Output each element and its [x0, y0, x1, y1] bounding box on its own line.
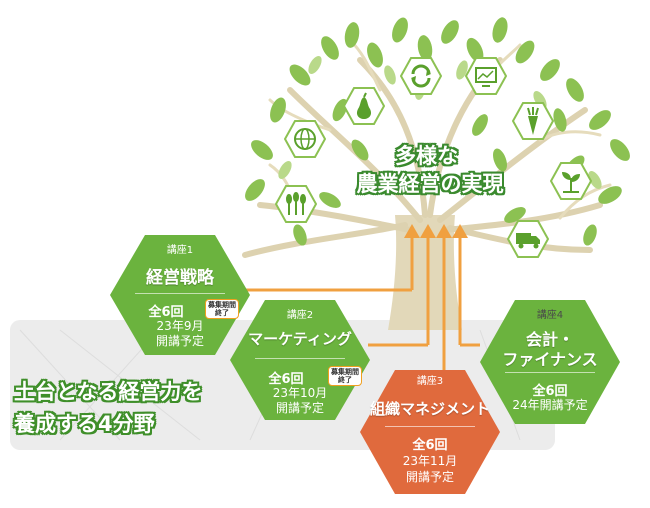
globe-icon [283, 120, 327, 162]
course1-closed-badge: 募集期間 終了 [205, 299, 239, 319]
truck-icon [506, 220, 550, 262]
course2-closed-badge: 募集期間 終了 [328, 366, 362, 386]
center-title-line2: 農業経営の実現 [356, 172, 504, 196]
monitor-icon [464, 57, 508, 99]
course1-schedule1: 23年9月 [156, 319, 204, 333]
course2-divider [255, 358, 345, 359]
course1-hex [110, 235, 250, 355]
course2-schedule2: 開講予定 [275, 401, 324, 415]
course3-schedule2: 開講予定 [405, 470, 454, 484]
course1-label: 講座1 [166, 245, 194, 256]
pear-icon [342, 87, 386, 129]
course2-hex [230, 300, 370, 420]
tree-leaves [245, 17, 630, 246]
tagline-line1: 土台となる経営力を [14, 380, 203, 404]
course3-label: 講座3 [416, 376, 444, 387]
course1-schedule2: 開講予定 [155, 334, 204, 348]
tagline-line2: 養成する4分野 [14, 412, 155, 436]
course4-schedule: 24年開講予定 [512, 398, 588, 412]
course2-card[interactable]: 講座2 マーケティング 全6回 23年10月 開講予定 募集期間 終了 [230, 300, 370, 420]
course2-label: 講座2 [286, 310, 314, 321]
course1-divider [135, 293, 225, 294]
course3-hex [360, 370, 500, 494]
course3-title: 組織マネジメント [369, 400, 490, 418]
course1-card[interactable]: 講座1 経営戦略 全6回 23年9月 開講予定 募集期間 終了 [110, 235, 250, 355]
carrot-icon [511, 102, 555, 144]
growth-arrows [240, 224, 480, 372]
course2-count: 全6回 [268, 372, 304, 387]
badge-line2: 終了 [338, 376, 352, 384]
course4-title-line1: 会計・ [525, 330, 574, 349]
course2-schedule1: 23年10月 [272, 386, 328, 400]
course4-title-line2: ファイナンス [502, 350, 598, 369]
wheat-icon [274, 185, 318, 227]
course3-divider [385, 426, 475, 427]
course4-label: 講座4 [536, 310, 564, 321]
badge-line2: 終了 [215, 309, 229, 317]
course4-hex [480, 300, 620, 424]
center-title-line1: 多様な [395, 144, 458, 168]
course3-schedule1: 23年11月 [402, 454, 458, 468]
badge-line1: 募集期間 [208, 301, 236, 309]
course1-count: 全6回 [148, 305, 184, 320]
course4-card[interactable]: 講座4 会計・ ファイナンス 全6回 24年開講予定 [480, 300, 620, 424]
course3-card[interactable]: 講座3 組織マネジメント 全6回 23年11月 開講予定 [360, 370, 500, 494]
sprout-icon [549, 162, 593, 204]
badge-line1: 募集期間 [331, 368, 359, 376]
course4-count: 全6回 [532, 384, 568, 399]
recycle-icon [399, 57, 443, 99]
course2-title: マーケティング [248, 330, 352, 348]
course3-count: 全6回 [412, 438, 448, 453]
course1-title: 経営戦略 [146, 268, 214, 288]
course4-divider [505, 372, 595, 373]
